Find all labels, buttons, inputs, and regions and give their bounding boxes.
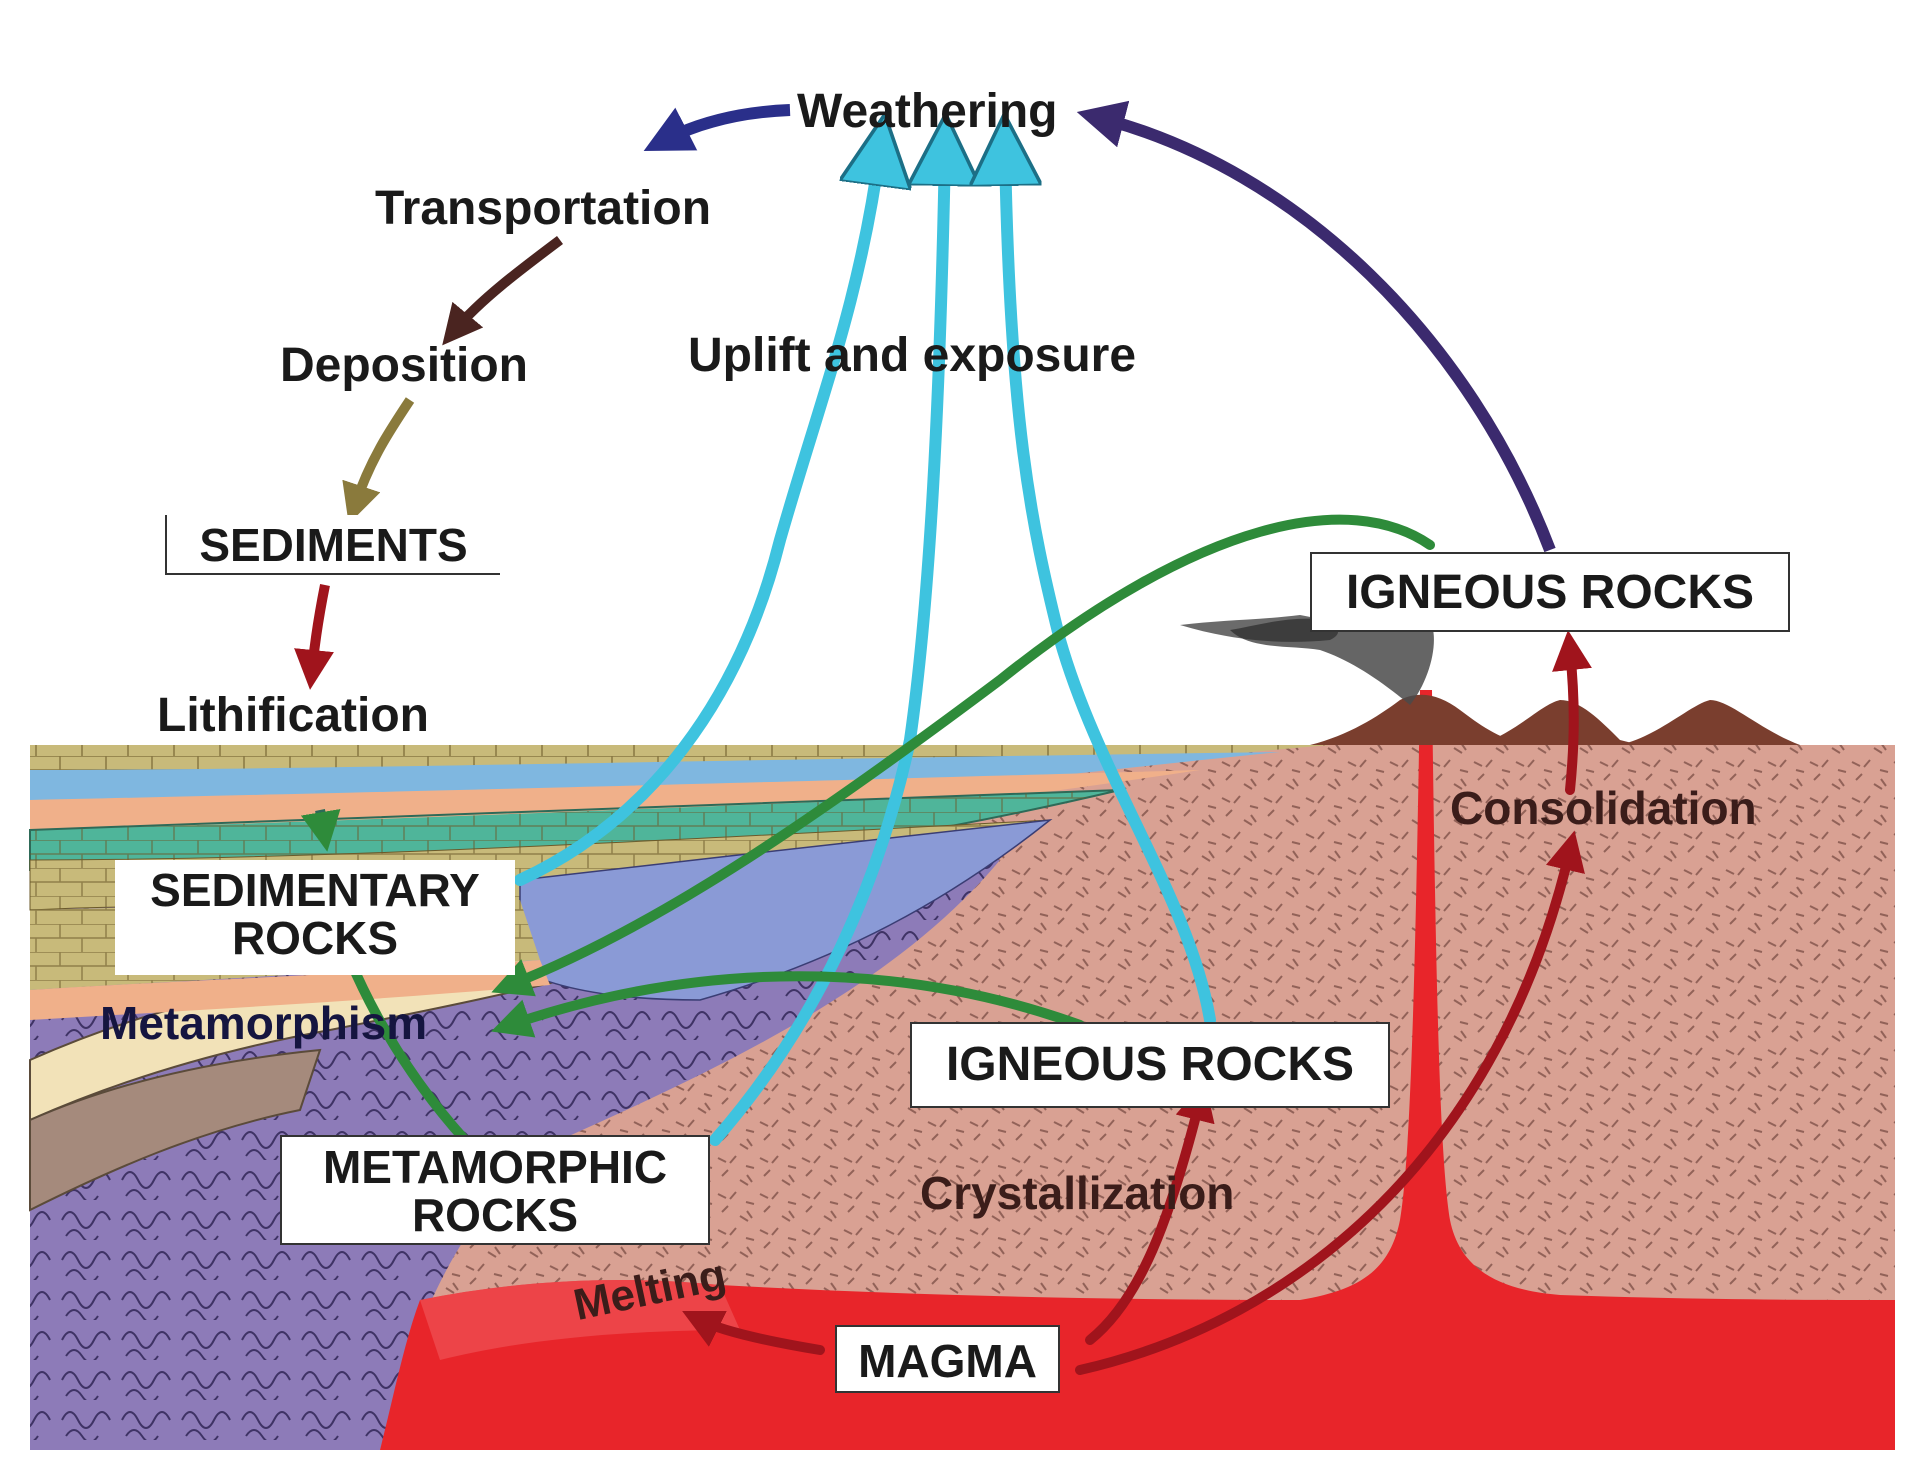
metamorphic-rocks-box: METAMORPHIC ROCKS	[280, 1135, 710, 1245]
sedimentary-rocks-line2: ROCKS	[231, 912, 399, 965]
sediments-label: SEDIMENTS	[199, 519, 468, 571]
lithification-label: Lithification	[157, 689, 429, 742]
crystallization-label: Crystallization	[920, 1167, 1235, 1219]
metamorphic-rocks-line2: ROCKS	[411, 1189, 579, 1242]
igneous-rocks-mid-box: IGNEOUS ROCKS	[910, 1022, 1390, 1108]
lithification-to-sedimentary-arrow	[300, 808, 341, 852]
sediments-to-lithification-arrow	[294, 584, 334, 690]
sedimentary-rocks-box: SEDIMENTARY ROCKS	[115, 860, 515, 975]
igneous-rocks-mid-label: IGNEOUS ROCKS	[945, 1038, 1355, 1091]
weathering-to-transportation-arrow	[643, 104, 791, 151]
metamorphic-rocks-line1: METAMORPHIC	[322, 1141, 668, 1193]
magma-box: MAGMA	[835, 1325, 1060, 1393]
igneous-rocks-top-box: IGNEOUS ROCKS	[1310, 552, 1790, 632]
magma-arrows	[682, 630, 1592, 1375]
igneous-to-weathering-arrow	[1076, 100, 1556, 553]
volcanoes	[1180, 615, 1800, 745]
igneous-rocks-top-label: IGNEOUS ROCKS	[1345, 566, 1755, 619]
sediments-box: SEDIMENTS	[165, 515, 500, 575]
uplift-label: Uplift and exposure	[688, 329, 1137, 382]
transportation-to-deposition-arrow	[442, 236, 564, 346]
deposition-label: Deposition	[280, 339, 528, 392]
metamorphism-label: Metamorphism	[100, 997, 428, 1049]
metamorphism-arrows	[345, 514, 1435, 1145]
magma-label: MAGMA	[858, 1335, 1037, 1387]
consolidation-label: Consolidation	[1450, 782, 1757, 834]
sedimentary-rocks-line1: SEDIMENTARY	[150, 864, 480, 916]
transportation-label: Transportation	[375, 182, 712, 235]
weathering-label: Weathering	[797, 85, 1058, 138]
deposition-to-sediments-arrow	[342, 397, 415, 524]
magma-body	[380, 690, 1895, 1450]
